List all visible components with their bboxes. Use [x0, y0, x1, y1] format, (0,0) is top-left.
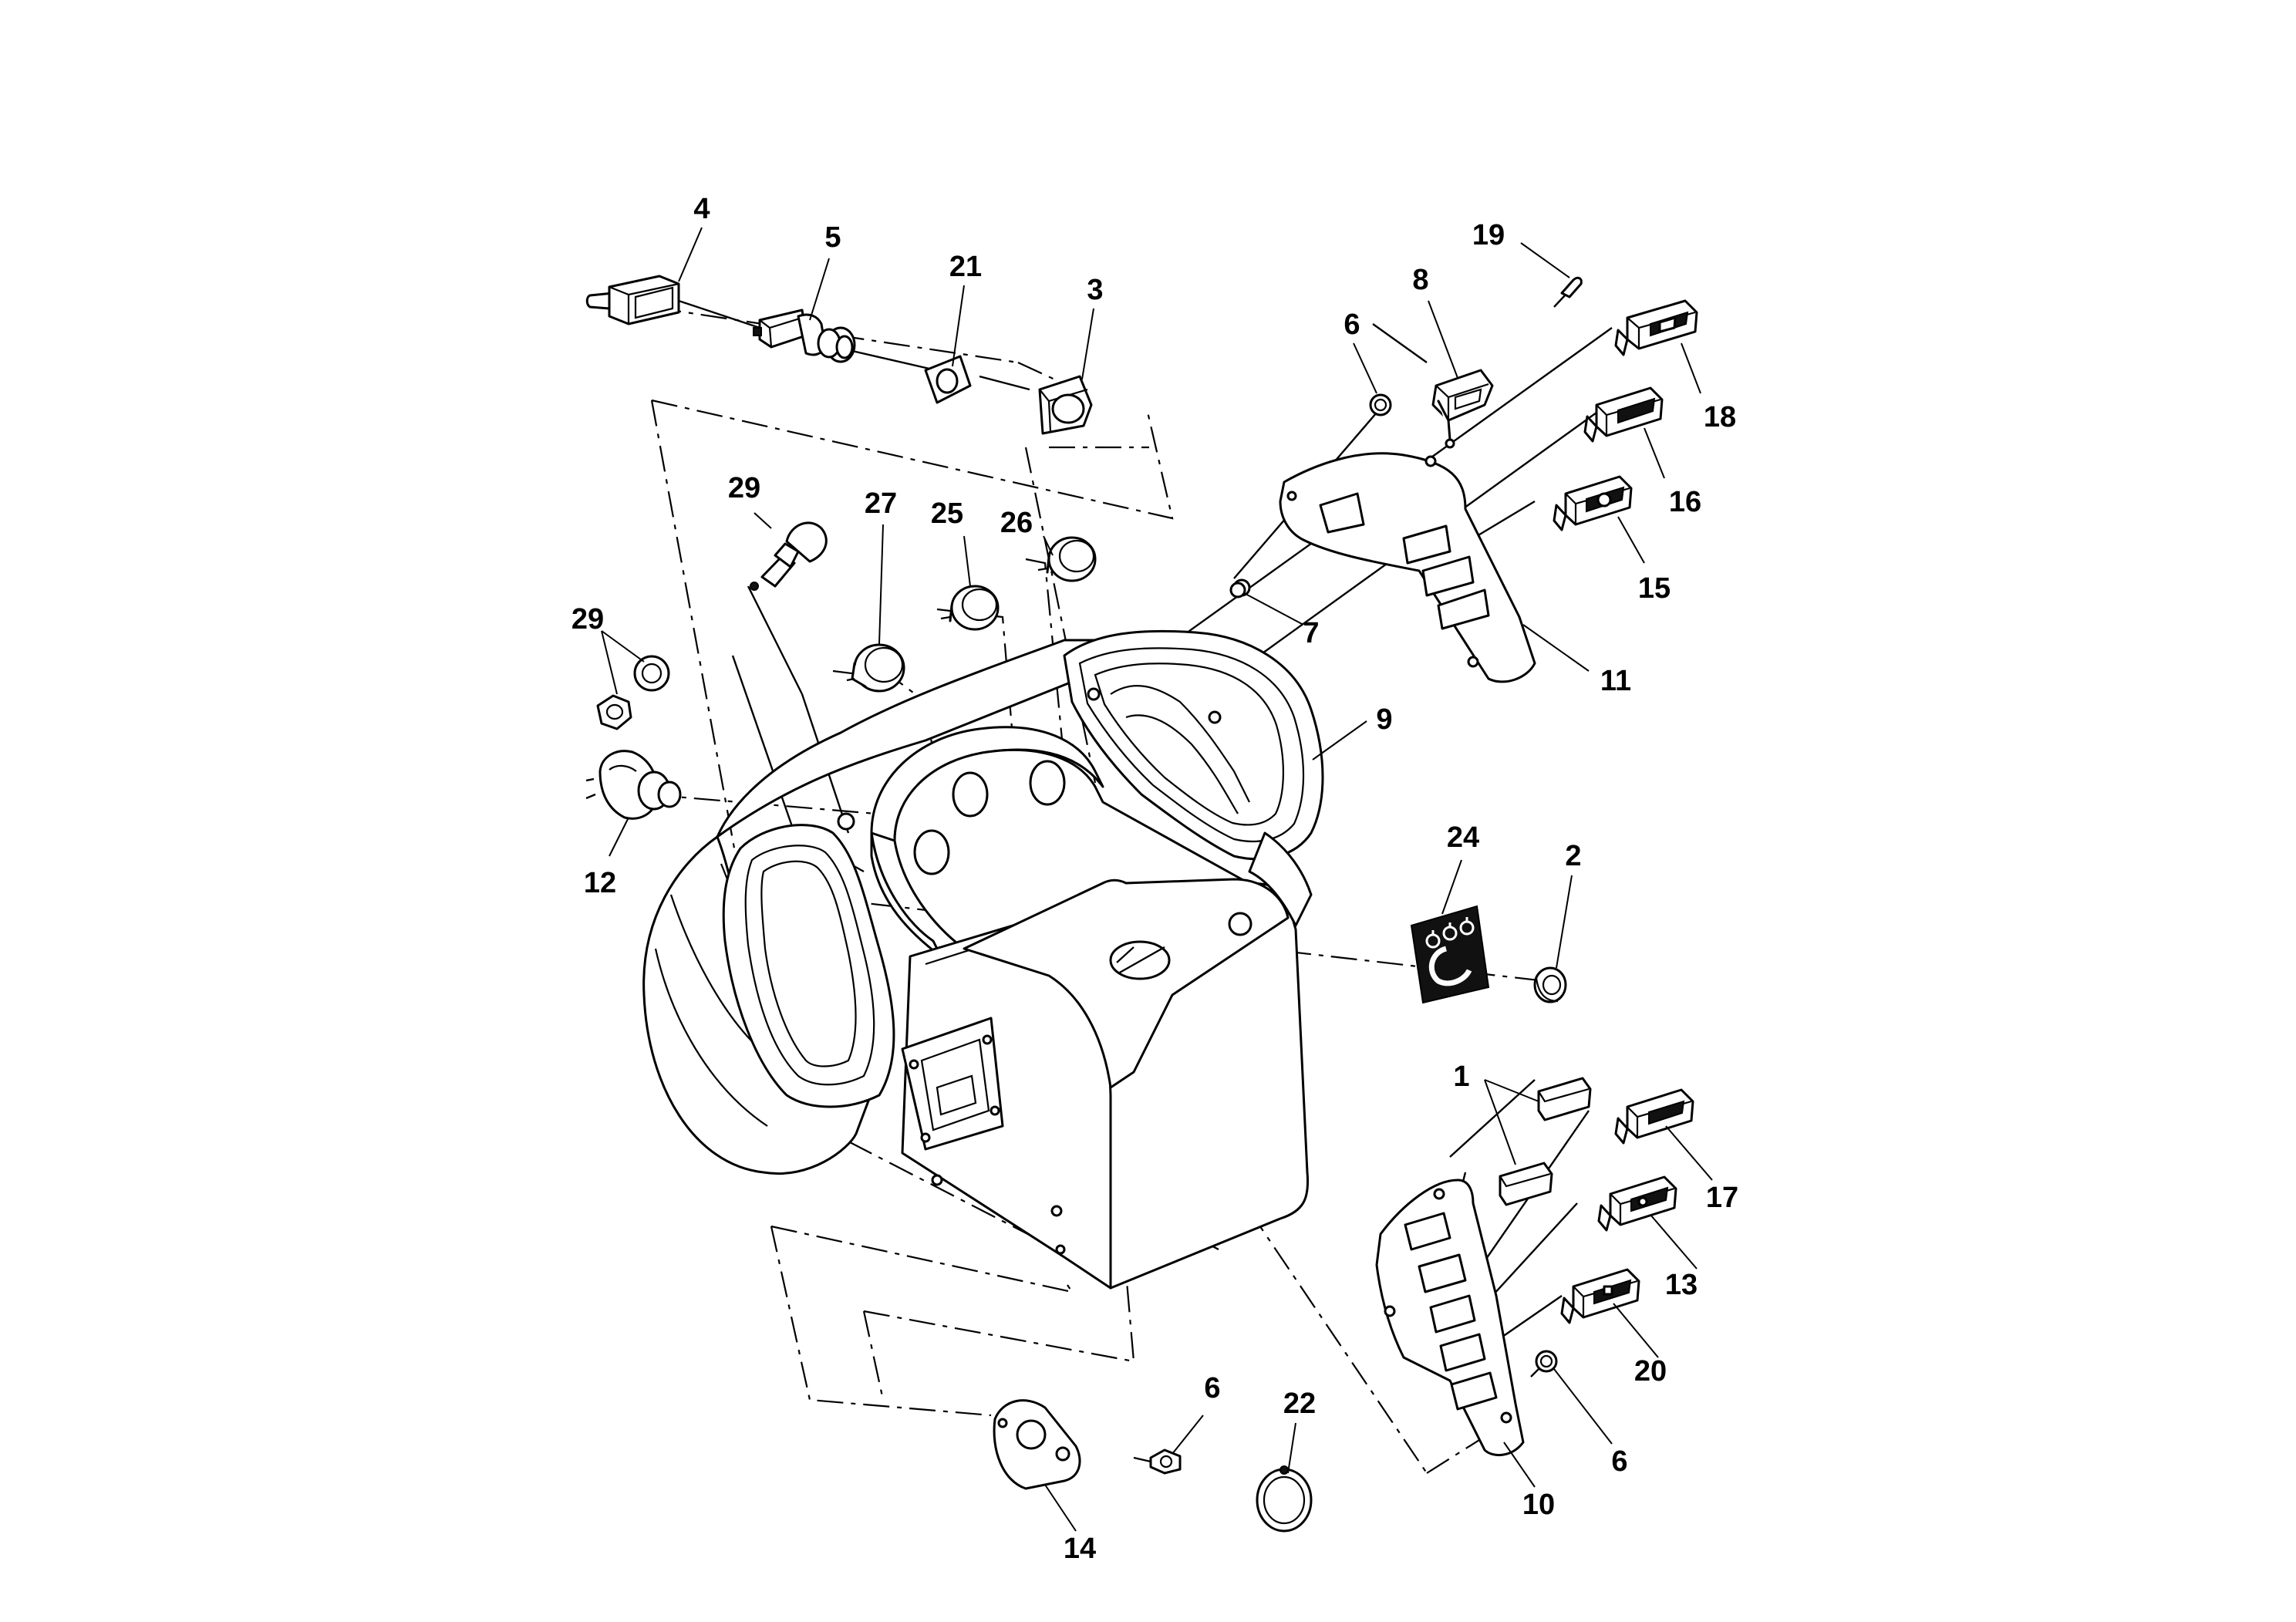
callout-26: 26 [1000, 507, 1033, 539]
callout-14: 14 [1064, 1533, 1096, 1565]
part-12-key-switch [585, 750, 682, 820]
callout-1: 1 [1453, 1061, 1469, 1093]
part-7-screw [1229, 582, 1246, 599]
part-19-screw [1553, 276, 1583, 308]
callout-21: 21 [949, 251, 982, 283]
part-27-gauge [846, 643, 905, 693]
callout-29-nut: 29 [571, 603, 604, 636]
callout-13: 13 [1665, 1269, 1698, 1301]
part-8-switch [1431, 369, 1494, 449]
part-6-screw-right [1530, 1350, 1558, 1378]
part-4-knob-cap [585, 275, 680, 325]
part-11-switch-panel-upper [1232, 452, 1536, 683]
part-16-rocker-switch [1583, 386, 1664, 443]
gauge-hole [952, 771, 989, 818]
callout-11: 11 [1600, 665, 1631, 697]
callout-7: 7 [1303, 617, 1319, 649]
part-20-rocker-switch [1560, 1268, 1640, 1324]
callout-15: 15 [1638, 572, 1671, 605]
part-21-bezel-plate [924, 355, 972, 404]
part-10-switch-panel-lower [1375, 1179, 1525, 1457]
part-3-nut [1038, 375, 1093, 435]
part-18-rocker-switch [1614, 299, 1698, 356]
callout-20: 20 [1634, 1355, 1667, 1388]
callout-6-bottom: 6 [1204, 1372, 1220, 1404]
callout-labels: 4 5 21 3 6 8 19 18 16 15 11 7 9 24 2 29 … [571, 193, 1738, 1565]
gauge-hole [913, 829, 950, 875]
dash-housing [642, 629, 1324, 1290]
callout-24: 24 [1447, 821, 1479, 854]
part-14-bracket [993, 1399, 1081, 1490]
callout-10: 10 [1522, 1489, 1555, 1521]
part-29-nut-washer [596, 655, 670, 730]
part-26-gauge [1037, 536, 1097, 582]
callout-29-light: 29 [728, 472, 760, 504]
callout-8: 8 [1412, 264, 1428, 296]
callout-6: 6 [1344, 309, 1360, 341]
part-29-indicator-light [750, 521, 828, 591]
callout-4: 4 [693, 193, 710, 225]
part-25-gauge [940, 585, 1000, 631]
part-15-rocker-switch [1553, 475, 1633, 531]
callout-17: 17 [1706, 1182, 1738, 1214]
callout-2: 2 [1565, 840, 1581, 872]
callout-6-right: 6 [1611, 1445, 1627, 1478]
part-6-screw-top [1369, 393, 1392, 416]
gauge-hole [1029, 760, 1066, 806]
leader-lines [601, 227, 1713, 1532]
part-13-rocker-switch [1597, 1175, 1677, 1232]
callout-9: 9 [1376, 703, 1392, 736]
part-17-rocker-switch [1614, 1088, 1694, 1145]
part-22-ring [1256, 1465, 1313, 1533]
part-6-screw-bottom [1133, 1448, 1182, 1475]
callout-25: 25 [931, 497, 963, 530]
callout-5: 5 [824, 221, 841, 254]
callout-22: 22 [1283, 1388, 1316, 1420]
callout-16: 16 [1669, 486, 1701, 518]
part-24-decal [1410, 905, 1490, 1004]
part-1-blanking-plug [1499, 1077, 1592, 1206]
callout-18: 18 [1704, 401, 1736, 433]
part-5-rotary-switch [753, 309, 856, 363]
callout-27: 27 [865, 487, 897, 520]
callout-12: 12 [584, 867, 616, 899]
callout-3: 3 [1087, 274, 1103, 306]
callout-19: 19 [1472, 219, 1505, 251]
part-2-grommet [1533, 966, 1567, 1003]
